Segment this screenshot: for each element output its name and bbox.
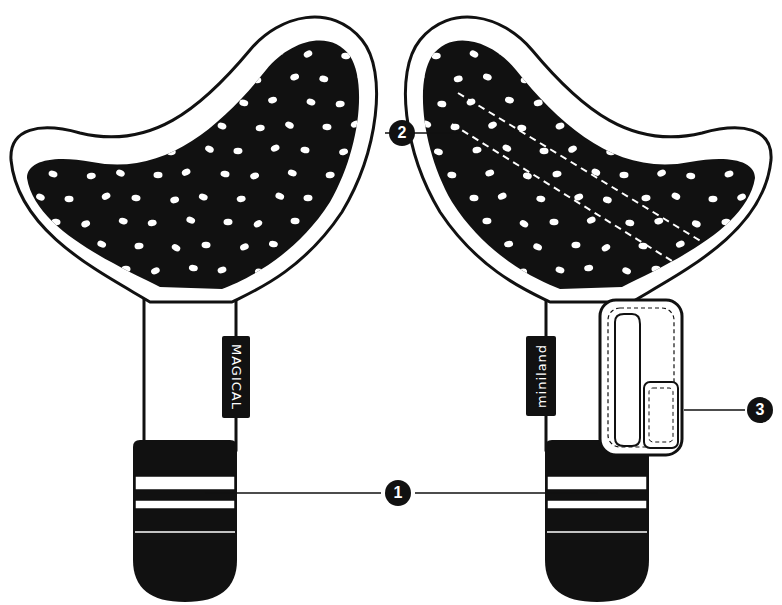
strap-flap (644, 382, 678, 448)
stitch-line (452, 124, 680, 266)
label-tag: MAGICAL (222, 336, 250, 418)
toy-back-view (395, 17, 771, 602)
grip-stripe (547, 500, 647, 509)
head-outline (405, 17, 771, 302)
strap (600, 300, 682, 455)
head-fabric (423, 40, 755, 289)
brand-text: MAGICAL (230, 344, 243, 410)
grip (545, 440, 649, 602)
callout-number: 1 (385, 480, 411, 506)
leader-line (415, 492, 598, 494)
grip-stripe (547, 476, 647, 490)
velcro-patch (649, 388, 673, 442)
leader-line (205, 492, 381, 494)
callout-number: 3 (747, 397, 773, 423)
head-fabric (27, 40, 359, 289)
head-outline (11, 17, 377, 302)
grip-seam (547, 531, 647, 533)
grip-stripe (135, 476, 235, 490)
toy-front-view (11, 17, 387, 602)
label-tag: miniland (526, 336, 556, 416)
dot-pattern (395, 24, 770, 301)
grip-stripe (135, 500, 235, 509)
grip (133, 440, 237, 602)
grip-seam (135, 531, 235, 533)
details (452, 93, 712, 455)
leader-lines (205, 133, 745, 493)
brand-text: miniland (535, 344, 548, 408)
stitch-line (458, 93, 712, 248)
callout-number: 2 (389, 120, 415, 146)
dot-pattern (12, 24, 387, 301)
strap-loop (615, 314, 640, 446)
leader-line (684, 409, 745, 411)
